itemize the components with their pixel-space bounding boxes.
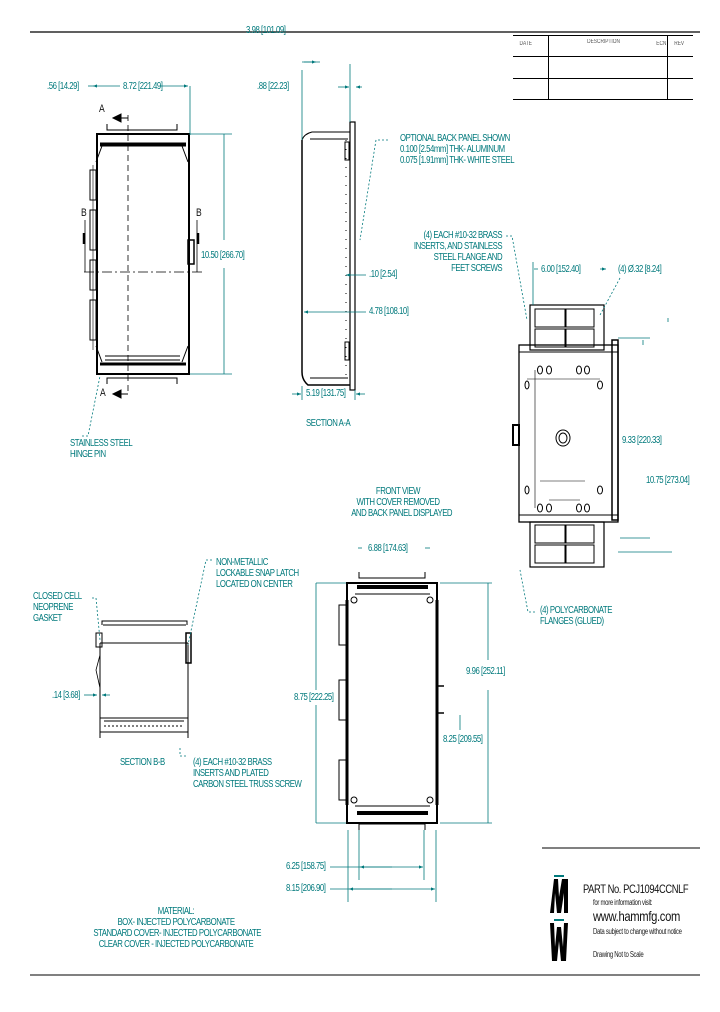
dim-mount-height: 9.33 [220.33]	[622, 435, 662, 446]
back-view	[512, 304, 619, 568]
dim-panel-offset: .10 [2.54]	[369, 269, 397, 280]
disclaimer: Data subject to change without notice	[593, 927, 682, 936]
title-block: PART No. PCJ1094CCNLF for more informati…	[545, 870, 705, 965]
scale-note: Drawing Not to Scale	[593, 950, 644, 959]
callout-hinge-pin: STAINLESS STEEL HINGE PIN	[70, 438, 133, 460]
part-number: PART No. PCJ1094CCNLF	[583, 882, 689, 896]
section-aa-dimensions	[292, 60, 388, 400]
website-link[interactable]: www.hammfg.com	[593, 908, 681, 924]
section-aa-title: SECTION A-A	[306, 418, 351, 429]
top-view-dimensions	[82, 84, 232, 437]
section-bb	[95, 620, 192, 738]
section-bb-title: SECTION B-B	[120, 757, 165, 768]
rev-header-rev: REV	[674, 41, 685, 47]
top-view	[82, 113, 202, 399]
dim-base-depth: 5.19 [131.75]	[306, 388, 346, 399]
dim-front-top-width: 6.88 [174.63]	[368, 543, 408, 554]
callout-inserts-flange: (4) EACH #10-32 BRASS INSERTS, AND STAIN…	[413, 230, 503, 274]
section-aa	[301, 121, 356, 391]
dim-inner-depth: 4.78 [108.10]	[369, 306, 409, 317]
dim-front-right-height: 9.96 [252.11]	[466, 666, 505, 677]
dim-left-offset: .56 [14.29]	[47, 81, 79, 92]
dim-overall-depth: 3.98 [101.09]	[246, 25, 286, 36]
dim-hole-spacing: 6.00 [152.40]	[541, 264, 581, 275]
info-label: for more information visit:	[593, 898, 653, 907]
dim-overall-height: 10.75 [273.04]	[646, 475, 690, 486]
dim-front-left-height: 8.75 [222.25]	[294, 692, 334, 703]
dim-front-overall-width: 8.15 [206.90]	[286, 883, 326, 894]
callout-truss-screws: (4) EACH #10-32 BRASS INSERTS AND PLATED…	[193, 757, 302, 790]
section-bb-dimensions	[84, 559, 212, 757]
rev-header-description: DESCRIPTION	[587, 39, 620, 45]
dim-front-inner-height: 8.25 [209.55]	[443, 734, 483, 745]
callout-snap-latch: NON-METALLIC LOCKABLE SNAP LATCH LOCATED…	[216, 557, 299, 590]
callout-neoprene-gasket: CLOSED CELL NEOPRENE GASKET	[33, 591, 82, 624]
material-note: MATERIAL: BOX- INJECTED POLYCARBONATE ST…	[93, 906, 262, 950]
rev-header-date: DATE	[519, 41, 533, 47]
section-marker-a-top: A	[99, 103, 105, 115]
revision-table: DATE DESCRIPTION ECN REV	[513, 35, 693, 100]
dim-inner-width: 8.72 [221.49]	[123, 81, 163, 92]
section-marker-b-left: B	[81, 207, 87, 219]
front-view	[338, 572, 444, 830]
front-view-dimensions	[315, 547, 492, 902]
rev-header-ecn: ECN	[656, 41, 667, 47]
back-view-dimensions	[506, 235, 672, 613]
dim-hole-diameter: (4) Ø.32 [8.24]	[618, 264, 662, 275]
hammond-logo-icon	[550, 875, 568, 961]
dim-flange: .88 [22.23]	[257, 81, 289, 92]
dim-front-inner-width: 6.25 [158.75]	[286, 861, 326, 872]
callout-polycarbonate-flanges: (4) POLYCARBONATE FLANGES (GLUED)	[540, 605, 612, 627]
dim-top-view-height: 10.50 [266.70]	[201, 250, 245, 261]
section-marker-a-bottom: A	[100, 387, 106, 399]
callout-back-panel: OPTIONAL BACK PANEL SHOWN 0.100 [2.54mm]…	[400, 133, 515, 166]
dim-wall-thickness: .14 [3.68]	[52, 690, 80, 701]
front-view-title: FRONT VIEW WITH COVER REMOVED AND BACK P…	[351, 486, 453, 519]
section-marker-b-right: B	[196, 207, 202, 219]
